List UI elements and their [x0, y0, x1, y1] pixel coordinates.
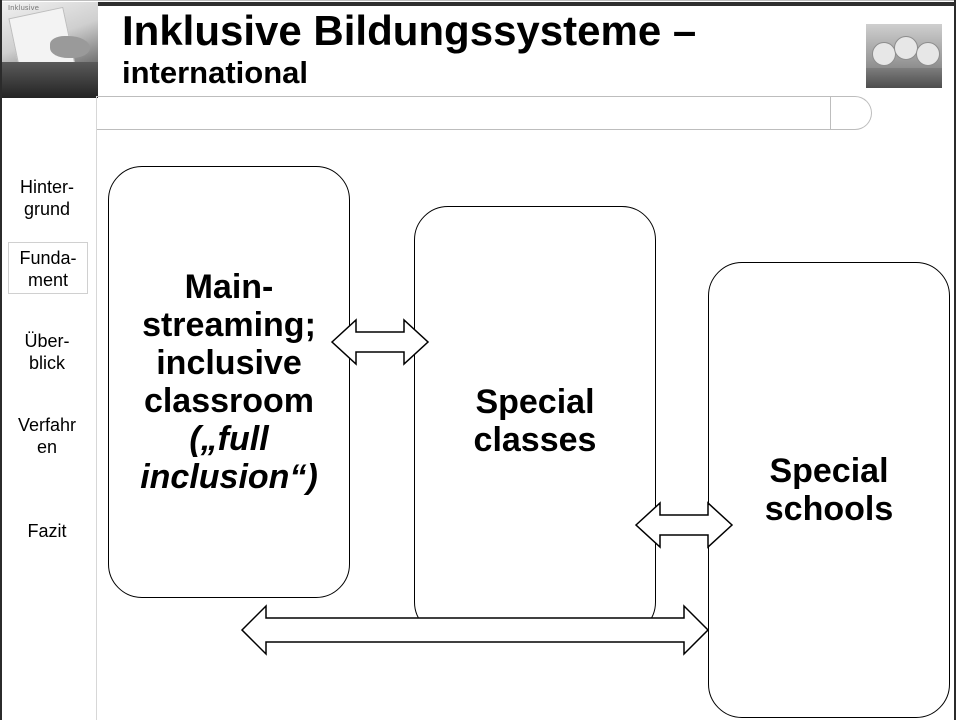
photo-grass — [866, 68, 942, 88]
page-title: Inklusive Bildungssysteme – internationa… — [122, 7, 852, 90]
sidebar-item-fundament[interactable]: Funda- ment — [8, 242, 88, 294]
sidebar-item-ueberblick[interactable]: Über- blick — [24, 331, 70, 373]
diagram-box-special-classes-label: Special classes — [473, 382, 597, 459]
header-bar — [96, 2, 954, 6]
photo-child-3 — [916, 42, 940, 66]
page-title-line1: Inklusive Bildungssysteme – — [122, 7, 697, 54]
slide-frame-left — [0, 0, 2, 720]
double-headed-arrow-icon — [240, 604, 710, 656]
children-group-photo — [866, 24, 942, 88]
diagram-box-special-schools: Special schools — [708, 262, 950, 718]
diagram-box-special-schools-label: Special schools — [764, 451, 894, 528]
slide-frame-top — [0, 0, 956, 1]
sidebar-item-verfahren[interactable]: Verfahr en — [17, 415, 77, 457]
subtitle-band — [96, 96, 872, 130]
diagram-box-mainstreaming: Main- streaming; inclusive classroom („f… — [108, 166, 350, 598]
photo-hand — [50, 36, 90, 58]
sidebar-item-fazit[interactable]: Fazit — [27, 521, 67, 541]
child-writing-photo: Inklusive — [2, 2, 98, 98]
sidebar-item-hintergrund[interactable]: Hinter- grund — [19, 177, 74, 219]
double-headed-arrow-icon — [330, 318, 430, 366]
sidebar-divider — [96, 96, 97, 720]
photo-arm — [2, 62, 98, 98]
diagram-box-special-classes: Special classes — [414, 206, 656, 636]
page-title-line2: international — [122, 55, 309, 90]
diagram-box-mainstreaming-italic: („full inclusion“) — [140, 420, 318, 497]
subtitle-band-divider — [830, 97, 831, 129]
slide-frame-right — [954, 0, 956, 720]
diagram-box-mainstreaming-label: Main- streaming; inclusive classroom — [142, 267, 316, 420]
double-headed-arrow-icon — [634, 501, 734, 549]
photo-stamp: Inklusive — [8, 4, 39, 12]
